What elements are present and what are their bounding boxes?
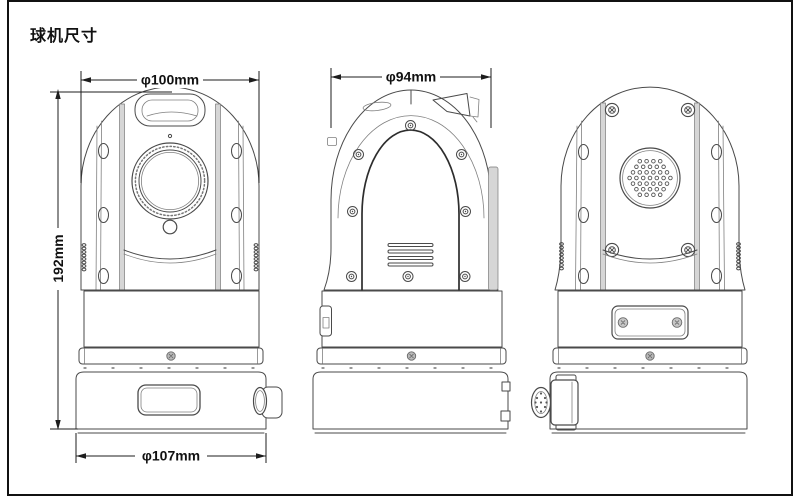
- dim-label-front-width: φ100mm: [141, 72, 199, 88]
- dim-height: 192mm: [49, 89, 172, 430]
- dim-front-width: φ100mm: [80, 71, 260, 183]
- connector-pins: [534, 392, 548, 413]
- handle-slot-side: [362, 101, 392, 112]
- front-left-panel-strip: [119, 103, 125, 291]
- front-neck: [83, 290, 260, 348]
- mounting-band: [316, 347, 507, 365]
- vent-slats: [387, 243, 434, 267]
- screw-hole: [711, 207, 722, 223]
- ir-sensor-dot: [162, 219, 178, 235]
- plate-screw: [671, 317, 683, 328]
- band-screw: [166, 351, 176, 361]
- screw-hole: [711, 268, 722, 284]
- handle-slot: [134, 93, 206, 127]
- side-latch: [319, 305, 332, 337]
- side-vent-holes: [253, 243, 259, 272]
- screw-hole: [98, 268, 109, 284]
- rear-right-panel-strip: [694, 102, 700, 291]
- side-base: [312, 371, 511, 434]
- rear-left-panel-strip: [600, 102, 606, 291]
- page-title: 球机尺寸: [30, 28, 99, 45]
- status-dot: [167, 133, 173, 139]
- side-plate-strip: [488, 166, 499, 291]
- mounting-band: [78, 347, 264, 365]
- rear-dome-outline: [554, 86, 746, 291]
- band-screw: [645, 351, 655, 361]
- cable-plate: [611, 305, 689, 340]
- front-right-panel-strip: [215, 103, 221, 291]
- screw-hole: [578, 144, 589, 160]
- top-handle-bracket: [432, 93, 480, 123]
- screw-hole: [98, 207, 109, 223]
- dim-label-base-width: φ107mm: [142, 448, 200, 464]
- door-screw: [459, 271, 471, 282]
- screw-hole: [98, 143, 109, 159]
- door-screw: [456, 149, 467, 160]
- dim-base-width: φ107mm: [75, 433, 267, 464]
- rear-base: [530, 371, 748, 434]
- label-plate: [137, 384, 201, 416]
- screw-hole: [231, 207, 242, 223]
- speaker-grille: [619, 147, 681, 209]
- side-vent-holes: [81, 243, 87, 272]
- rear-view: [530, 86, 748, 434]
- door-screw: [347, 206, 358, 217]
- mounting-band: [552, 347, 748, 365]
- panel-screw: [680, 102, 696, 118]
- screw-hole: [578, 268, 589, 284]
- dim-label-side-width: φ94mm: [386, 69, 436, 85]
- panel-screw: [604, 102, 620, 118]
- side-neck: [321, 290, 503, 348]
- band-screw: [406, 351, 417, 361]
- plate-screw: [617, 317, 629, 328]
- speaker-holes: [627, 158, 673, 198]
- door-screw: [346, 271, 357, 282]
- dim-label-height: 192mm: [50, 234, 66, 282]
- aviation-connector: [530, 374, 579, 431]
- front-view: [75, 86, 283, 434]
- door-screw: [353, 149, 364, 160]
- side-view: [312, 89, 511, 434]
- lens-icon: [131, 142, 209, 220]
- door-screw: [402, 271, 414, 282]
- front-base: [75, 371, 283, 434]
- screw-hole: [711, 144, 722, 160]
- screw-hole: [578, 207, 589, 223]
- dim-side-width: φ94mm: [330, 68, 492, 128]
- screw-hole: [231, 143, 242, 159]
- door-screw: [460, 206, 471, 217]
- front-dome-outline: [80, 86, 260, 291]
- rear-neck: [557, 290, 743, 348]
- side-connector-knob: [252, 386, 283, 419]
- door-screw: [405, 120, 416, 131]
- screw-hole: [231, 268, 242, 284]
